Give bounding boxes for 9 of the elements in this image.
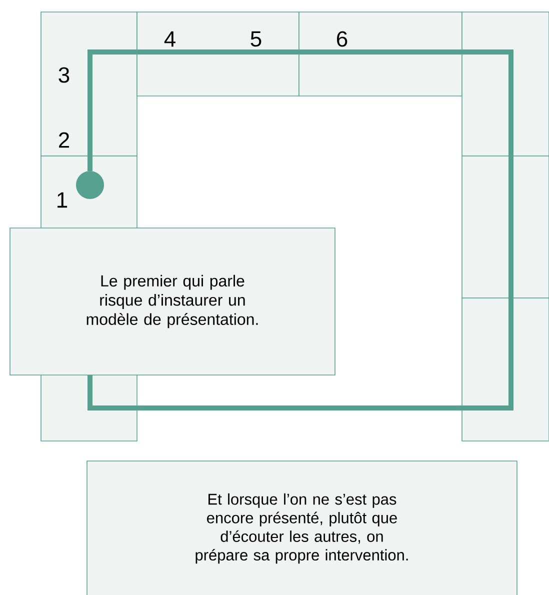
seat-number: 5 (250, 31, 262, 47)
route-line (88, 50, 514, 410)
seat-number: 2 (59, 132, 70, 148)
seat-number: 4 (164, 31, 176, 47)
seat-number: 1 (58, 192, 68, 208)
text-box: Et lorsque l’on ne s’est pas encore présenté, plutôt que d’écouter les autres, on prépare sa propre intervention. (86, 460, 518, 595)
seat-number: 3 (58, 67, 70, 83)
dot (76, 171, 104, 199)
seat-number: 6 (337, 31, 348, 47)
